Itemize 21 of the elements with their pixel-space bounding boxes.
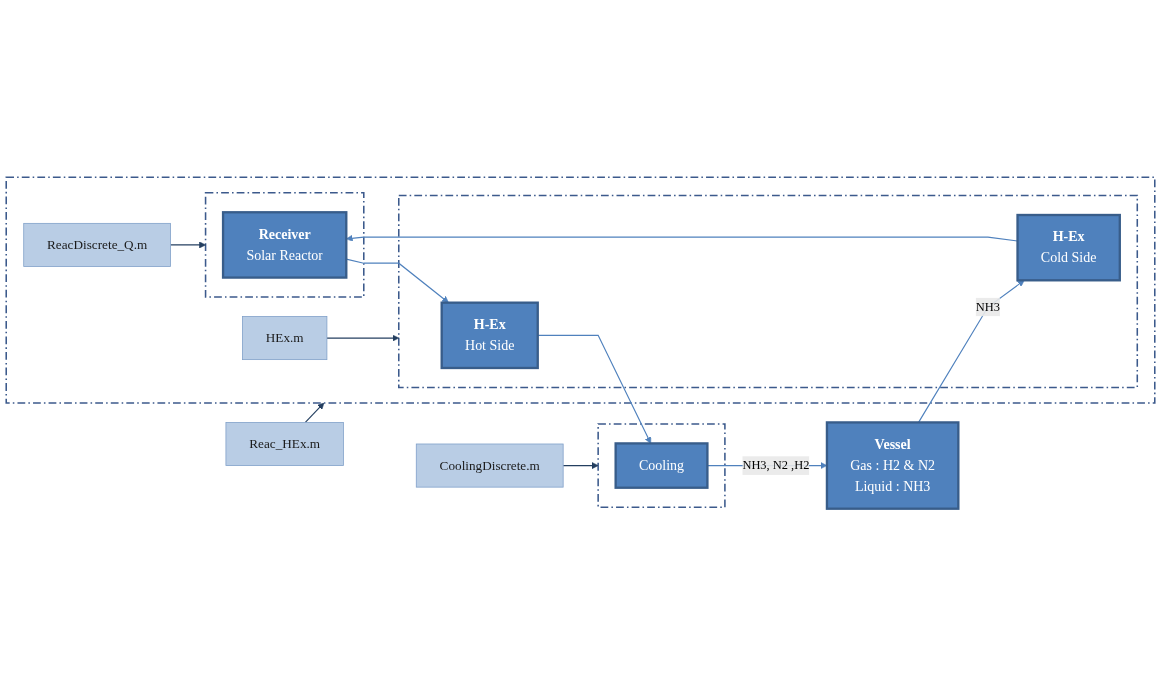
node-box: H-Ex Cold Side [1016, 213, 1121, 282]
cluster [597, 423, 726, 508]
node-box: Receiver Solar Reactor [221, 211, 348, 279]
arrow [304, 402, 325, 423]
arrow [170, 241, 206, 249]
cluster [5, 176, 1156, 404]
arrow [918, 280, 1025, 423]
node-box: HEx.m [242, 316, 328, 360]
node-box: CoolingDiscrete.m [415, 443, 564, 488]
arrow [562, 462, 599, 469]
cluster [204, 192, 365, 298]
cluster [398, 194, 1139, 389]
node-box: ReacDiscrete_Q.m [23, 222, 171, 267]
arrow [537, 334, 652, 444]
edge-label: NH3, N2 ,H2 [742, 458, 810, 472]
arrow [326, 334, 400, 342]
node-box: Reac_HEx.m [225, 422, 344, 466]
node-box: Vessel Gas : H2 & N2 Liquid : NH3 [825, 421, 960, 510]
edge-label: NH3 [975, 300, 1001, 314]
node-box: Cooling [614, 442, 709, 489]
node-box: H-Ex Hot Side [440, 301, 539, 370]
